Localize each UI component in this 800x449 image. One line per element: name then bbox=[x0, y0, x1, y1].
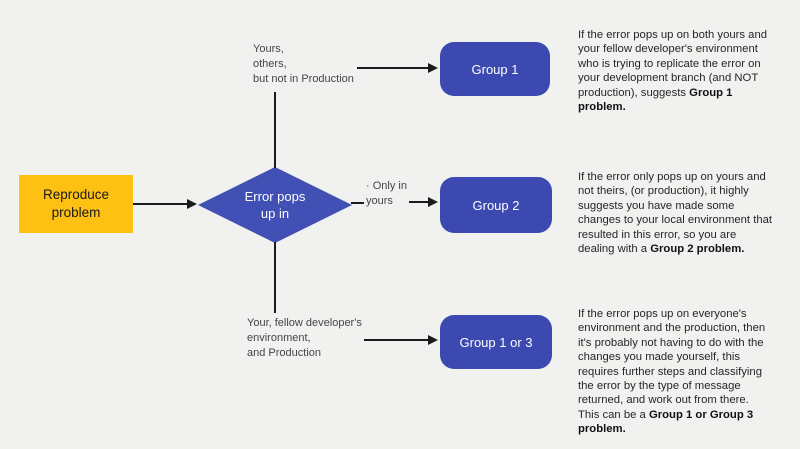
arrow-head-icon bbox=[187, 199, 197, 209]
connector-to-group-2 bbox=[409, 201, 428, 203]
connector-decision-right-stub bbox=[351, 202, 364, 204]
connector-decision-down bbox=[274, 242, 276, 313]
arrow-head-icon bbox=[428, 63, 438, 73]
connector-to-group-1-or-3 bbox=[364, 339, 428, 341]
arrow-head-icon bbox=[428, 335, 438, 345]
connector-start-to-decision bbox=[133, 203, 188, 205]
connector-to-group-1 bbox=[357, 67, 428, 69]
edge-label-yours-others-not-production: Yours, others, but not in Production bbox=[253, 43, 354, 85]
decision-node-error-pops-up-in: Error pops up in bbox=[198, 167, 352, 243]
edge-label-only-in-yours: · Only in yours bbox=[366, 180, 407, 207]
result-node-group-1: Group 1 bbox=[440, 42, 550, 96]
result-node-group-1-or-3: Group 1 or 3 bbox=[440, 315, 552, 369]
edge-label-everyone-and-production: Your, fellow developer's environment, an… bbox=[247, 317, 362, 359]
start-node-reproduce-problem: Reproduce problem bbox=[19, 175, 133, 233]
connector-decision-up bbox=[274, 92, 276, 168]
arrow-head-icon bbox=[428, 197, 438, 207]
result-node-group-2: Group 2 bbox=[440, 177, 552, 233]
